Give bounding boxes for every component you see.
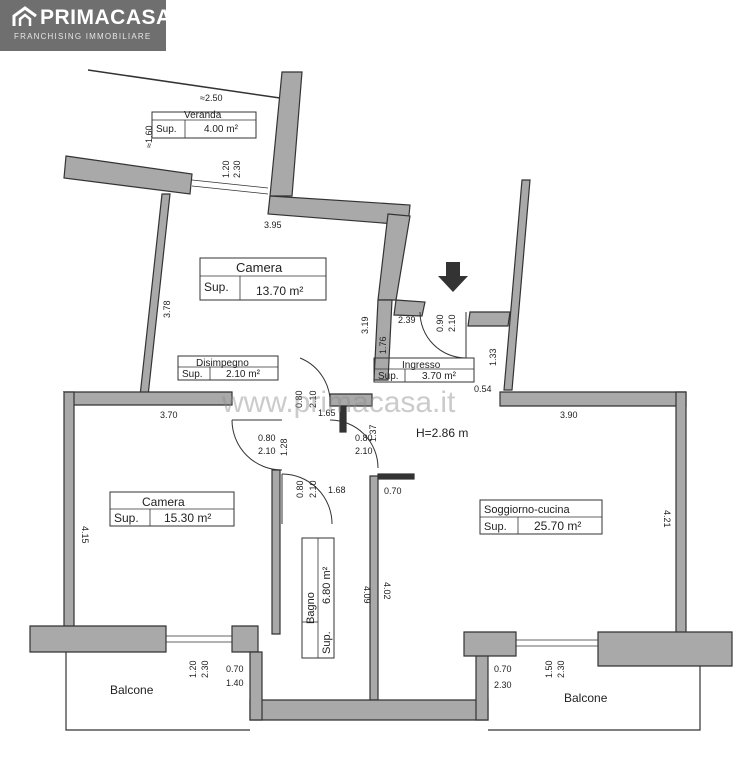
room-soggiorno: Soggiorno-cucina Sup. 25.70 m² [479,499,603,535]
entry-arrow-icon [438,262,468,292]
balcone-right-label: Balcone [564,691,608,705]
dim-camera-top-depth: 3.78 [162,300,172,318]
dim-balc-r-door-h: 2.30 [556,660,566,678]
ingresso-sup: Sup. [378,371,399,382]
camera-top-area: 13.70 m² [256,284,303,298]
dim-ingresso-right: 1.33 [488,348,498,366]
dim-camera-door-w: 0.80 [258,433,276,443]
dimension-labels: ≈2.50 ≈1.60 1.20 2.30 3.95 3.78 3.19 1.7… [80,93,672,690]
dim-camera-top-right: 3.19 [360,316,370,334]
dim-bagno-door-w: 0.80 [295,480,305,498]
dim-camera-left-width: 3.70 [160,410,178,420]
camera-left-area: 15.30 m² [164,511,211,525]
dim-partition-len: 0.70 [384,486,402,496]
soggiorno-area: 25.70 m² [534,519,581,533]
balcone-left-label: Balcone [110,683,154,697]
watermark: www.primacasa.it [221,386,456,419]
dim-dis-width: 1.65 [318,408,336,418]
room-bagno: Bagno Sup. 6.80 m² [301,537,335,659]
dim-soggiorno-door-h: 2.10 [355,446,373,456]
dim-kitchen-partition: 4.02 [382,582,392,600]
room-camera-top: Camera Sup. 13.70 m² [199,257,327,301]
dim-bagno-depth: 4.09 [362,586,372,604]
veranda-name: Veranda [184,110,222,121]
dim-veranda-door-h: 2.30 [232,160,242,178]
door-swings [231,311,467,525]
dim-ingresso-2: 2.39 [398,315,416,325]
soggiorno-sup: Sup. [484,521,507,533]
veranda-area: 4.00 m² [204,124,239,135]
room-ingresso: Ingresso Sup. 3.70 m² [373,357,475,383]
dim-kit-win-h: 2.30 [494,680,512,690]
dim-bagno-win-h: 1.40 [226,678,244,688]
camera-top-name: Camera [236,260,283,275]
dim-dis-depth: 1.28 [279,438,289,456]
disimpegno-name: Disimpegno [196,358,249,369]
room-camera-left: Camera Sup. 15.30 m² [109,491,235,527]
ingresso-area: 3.70 m² [422,371,457,382]
dim-camera-door-h: 2.10 [258,446,276,456]
bagno-area: 6.80 m² [321,566,333,604]
ceiling-height: H=2.86 m [416,426,468,440]
dim-bagno-win-w: 0.70 [226,664,244,674]
disimpegno-sup: Sup. [182,369,203,380]
house-logo-icon [12,6,37,26]
dim-ingresso-small: 0.54 [474,384,492,394]
dim-entry-door-w: 0.90 [435,314,445,332]
dim-camera-top-width: 3.95 [264,220,282,230]
dim-soggiorno-depth: 4.21 [662,510,672,528]
dim-veranda-width: ≈2.50 [200,93,222,103]
disimpegno-area: 2.10 m² [226,369,261,380]
dim-kit-win-w: 0.70 [494,664,512,674]
brand-name: PRIMACASA [40,6,172,29]
dim-veranda-door-w: 1.20 [221,160,231,178]
dim-soggiorno-door-w: 0.80 [355,433,373,443]
bagno-name: Bagno [305,592,317,624]
dim-soggiorno-width: 3.90 [560,410,578,420]
dim-balc-r-door-w: 1.50 [544,660,554,678]
dim-ingresso-1: 1.76 [378,336,388,354]
window-lines [166,179,598,647]
dim-balc-l-door-w: 1.20 [188,660,198,678]
dim-dis-right: 1.37 [368,424,378,442]
walls [29,69,733,721]
bagno-sup: Sup. [321,631,333,654]
dim-camera-left-depth: 4.15 [80,526,90,544]
veranda-sup: Sup. [156,124,177,135]
dim-bagno-door-h: 2.10 [308,480,318,498]
camera-left-name: Camera [142,495,185,509]
dim-bagno-width: 1.68 [328,485,346,495]
brand-tagline: FRANCHISING IMMOBILIARE [14,32,152,41]
dim-entry-door-h: 2.10 [447,314,457,332]
brand-logo: PRIMACASA FRANCHISING IMMOBILIARE [0,0,171,51]
room-disimpegno: Disimpegno Sup. 2.10 m² [177,355,279,381]
camera-top-sup: Sup. [204,280,229,294]
dim-veranda-depth: ≈1.60 [144,126,154,148]
room-veranda: Veranda Sup. 4.00 m² [151,110,257,139]
soggiorno-name: Soggiorno-cucina [484,504,570,516]
dim-dis-door-top-w: 0.80 [294,390,304,408]
dim-balc-l-door-h: 2.30 [200,660,210,678]
dim-dis-door-top-h: 2.10 [308,390,318,408]
balconies [65,652,701,731]
camera-left-sup: Sup. [114,511,139,525]
ingresso-name: Ingresso [402,360,441,371]
